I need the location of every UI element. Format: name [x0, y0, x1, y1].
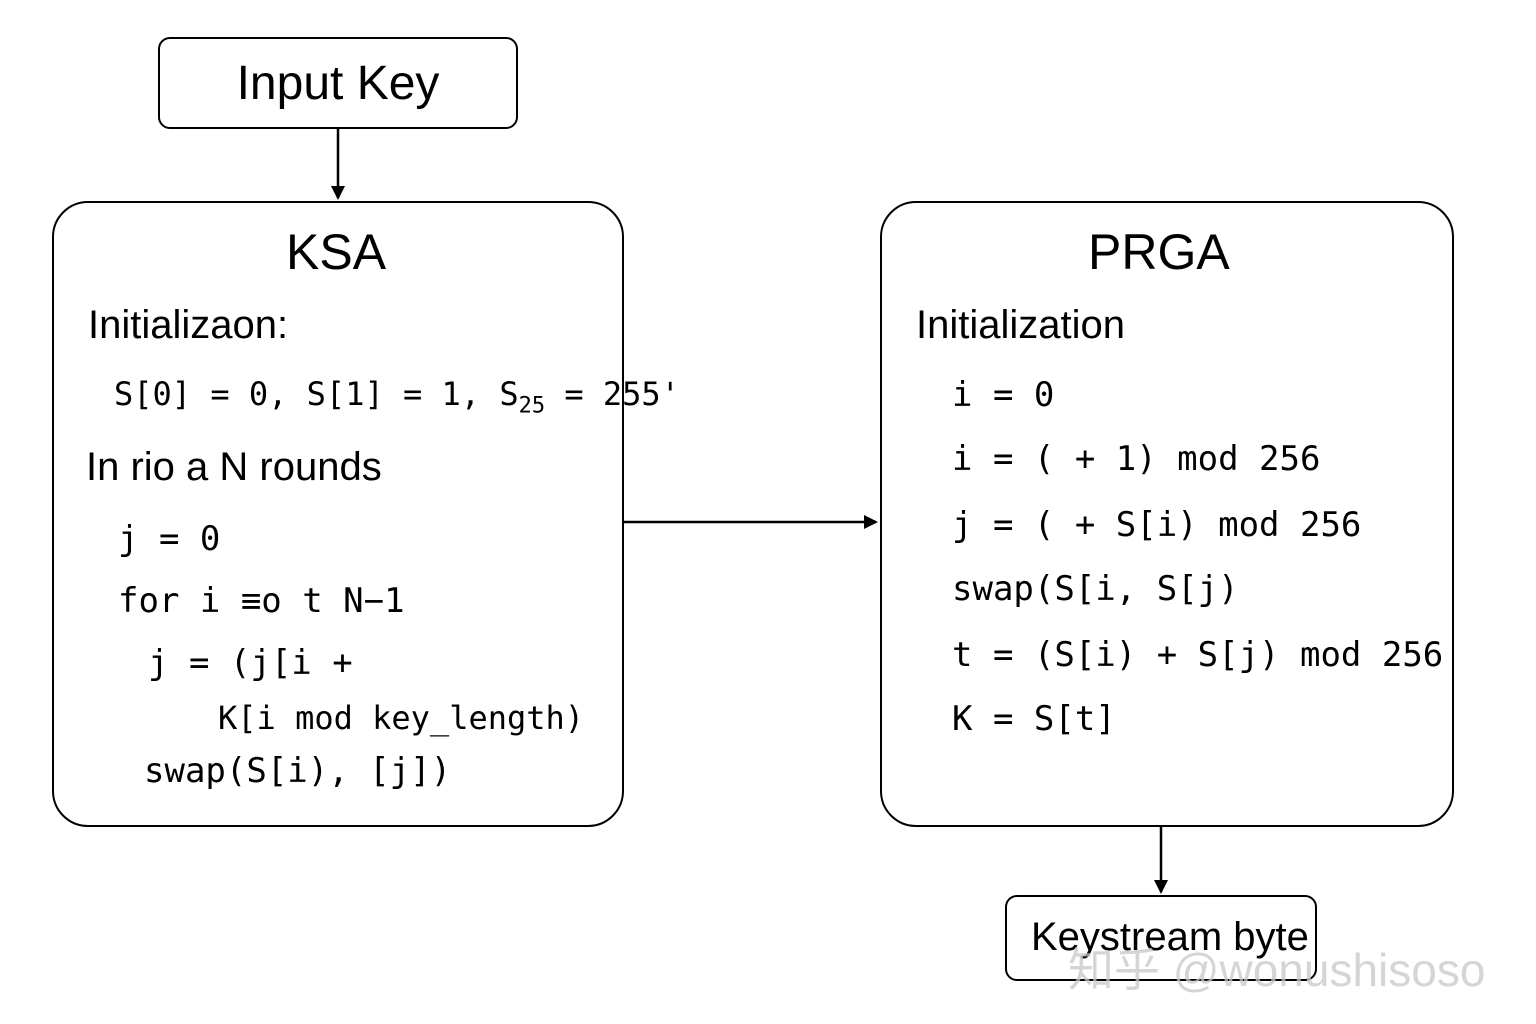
prga-init-heading: Initialization [916, 303, 1126, 347]
ksa-code-line: j = (j[i + [148, 643, 353, 683]
input-key-label: Input Key [236, 56, 440, 110]
ksa-code-line: for i ≡o t N−1 [118, 581, 405, 621]
ksa-rounds-heading: In rio a N rounds [86, 445, 382, 489]
prga-title: PRGA [1088, 224, 1230, 280]
prga-code-line: i = 0 [952, 375, 1055, 415]
keystream-box: Keystream byte [1005, 895, 1317, 981]
ksa-init-heading: Initializaon: [88, 303, 289, 347]
ksa-code-line: j = 0 [118, 519, 221, 559]
prga-code-line: i = ( + 1) mod 256 [952, 439, 1321, 479]
keystream-label: Keystream byte [1031, 915, 1309, 959]
prga-code-line: t = (S[i) + S[j) mod 256 [952, 635, 1444, 675]
input-key-box: Input Key [158, 37, 518, 129]
ksa-code-line: swap(S[i), [j]) [144, 751, 452, 791]
ksa-code-line: K[i mod key_length) [218, 699, 585, 737]
prga-code-line: j = ( + S[i) mod 256 [952, 505, 1362, 545]
watermark: 知乎 @wonushisoso [1068, 944, 1486, 996]
prga-box: PRGA Initialization i = 0 i = ( + 1) mod… [880, 201, 1454, 827]
prga-code-line: swap(S[i, S[j) [952, 569, 1239, 609]
ksa-title: KSA [286, 224, 387, 280]
ksa-box: KSA Initializaon: S[0] = 0, S[1] = 1, S2… [52, 201, 680, 827]
prga-code-line: K = S[t] [952, 699, 1116, 739]
ksa-init-line: S[0] = 0, S[1] = 1, S25 = 255' [114, 375, 680, 419]
